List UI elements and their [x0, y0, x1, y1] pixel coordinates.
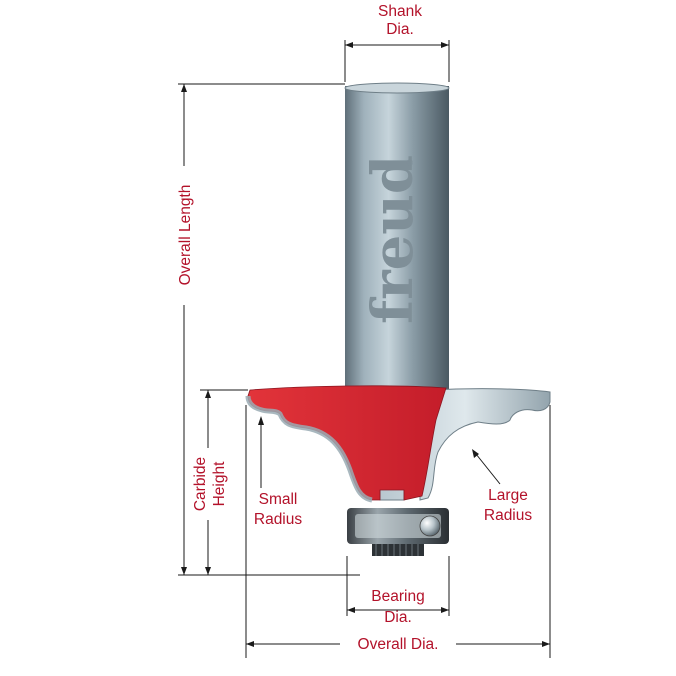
svg-text:freud: freud — [360, 155, 426, 324]
small-radius-label: Small Radius — [254, 491, 302, 528]
carbide-body — [247, 385, 447, 501]
svg-text:Large: Large — [488, 487, 528, 504]
carbide-height-label: Carbide Height — [192, 457, 228, 511]
shank — [344, 82, 450, 396]
svg-text:Shank: Shank — [378, 3, 422, 20]
carbide-height-dimension — [200, 389, 248, 575]
overall-dia-label: Overall Dia. — [358, 636, 439, 653]
svg-text:Carbide: Carbide — [192, 457, 209, 511]
bearing-dia-dimension — [346, 556, 450, 616]
large-radius-label: Large Radius — [484, 487, 532, 524]
svg-text:Height: Height — [211, 461, 228, 506]
overall-dia-dimension — [245, 405, 551, 658]
freud-logo: freud — [360, 155, 426, 324]
registered-mark: ® — [405, 159, 415, 166]
shank-dia-dimension — [344, 40, 450, 82]
svg-text:Bearing: Bearing — [371, 588, 424, 605]
small-radius-leader — [258, 416, 264, 488]
overall-length-label: Overall Length — [177, 185, 194, 286]
svg-text:Dia.: Dia. — [386, 21, 414, 38]
bearing-dia-label: Bearing Dia. — [371, 588, 424, 626]
large-radius-leader — [472, 449, 501, 485]
svg-text:Radius: Radius — [254, 511, 302, 528]
svg-text:Radius: Radius — [484, 507, 532, 524]
svg-text:Dia.: Dia. — [384, 609, 412, 626]
shank-dia-label: Shank Dia. — [378, 3, 422, 38]
bearing — [347, 508, 449, 556]
svg-text:Small: Small — [259, 491, 298, 508]
